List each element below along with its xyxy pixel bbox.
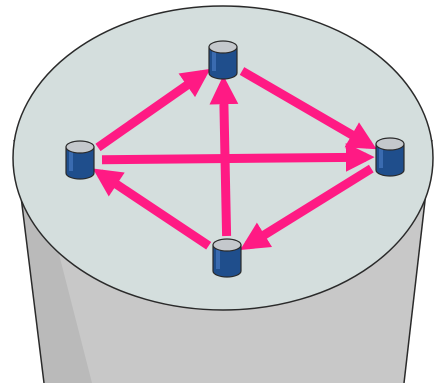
node-cap [376,138,404,150]
node-right [376,138,404,176]
node-top [209,41,237,79]
node-cap [66,141,94,153]
node-cap [209,41,237,53]
node-bottom [213,239,241,277]
arrow-bottom-to-top [224,84,227,236]
node-left [66,141,94,179]
arrow-left-to-right [102,157,366,160]
node-cap [213,239,241,251]
